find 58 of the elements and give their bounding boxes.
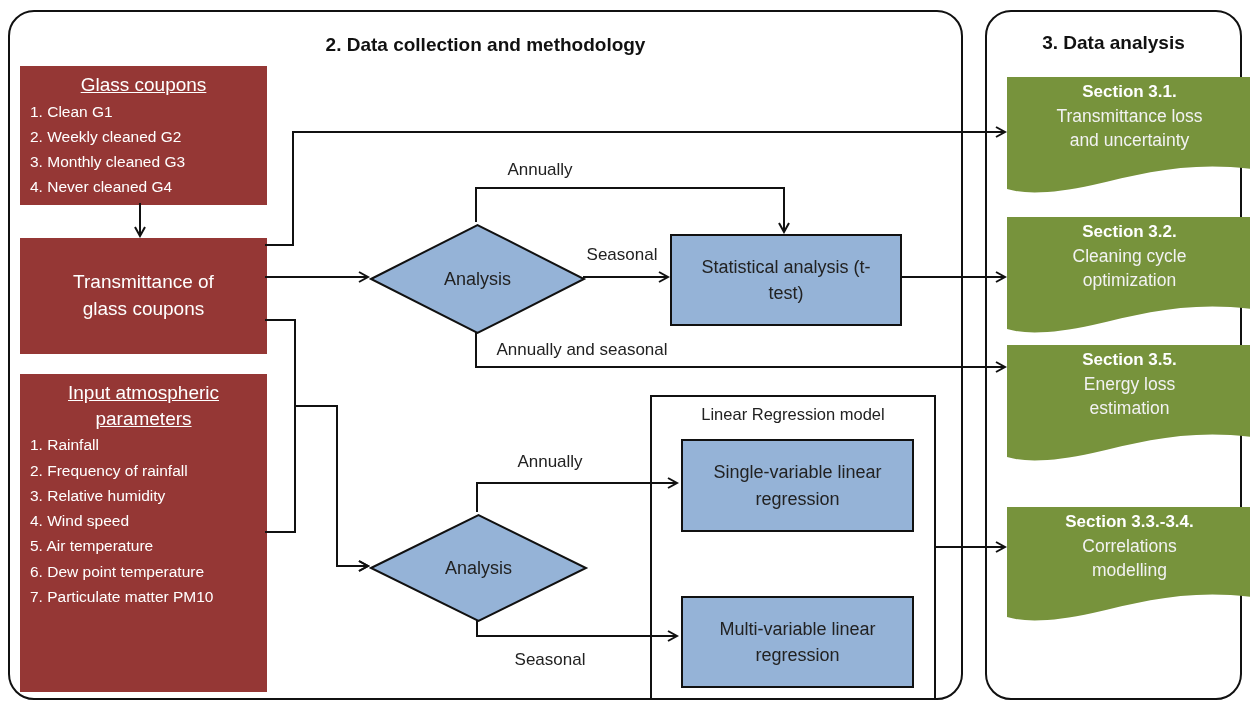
- document-shape: [1007, 77, 1250, 195]
- list-item: 1. Rainfall: [30, 435, 100, 456]
- arrow: [264, 271, 369, 283]
- panel-heading: 2. Data collection and methodology: [325, 34, 646, 56]
- document-shape: [1007, 217, 1250, 335]
- list-item: 3. Monthly cleaned G3: [30, 152, 187, 173]
- group-box: [650, 395, 936, 700]
- arrow: [264, 405, 369, 572]
- diamond-label: Analysis: [445, 557, 512, 579]
- list-item: 2. Weekly cleaned G2: [30, 126, 183, 147]
- panel-heading: 3. Data analysis: [1042, 32, 1185, 54]
- arrow: [264, 126, 1006, 246]
- decision-diamond: [370, 514, 587, 622]
- arrow: [899, 271, 1006, 283]
- input-list-box: [20, 374, 267, 692]
- list-item: 7. Particulate matter PM10: [30, 586, 215, 607]
- arrow: [476, 619, 678, 642]
- section-title: Correlations modelling: [1081, 534, 1178, 583]
- list-item: 5. Air temperature: [30, 536, 155, 557]
- box-label: Single-variable linear regression: [712, 461, 883, 511]
- list-heading: Input atmospheric parameters: [67, 381, 220, 431]
- document-shape: [1007, 507, 1250, 623]
- list-item: 2. Frequency of rainfall: [30, 460, 189, 481]
- group-heading: Linear Regression model: [701, 405, 885, 424]
- process-box: [20, 238, 267, 354]
- input-list-box: [20, 66, 267, 205]
- section-heading: Section 3.2.: [1082, 221, 1177, 243]
- section-panel: [8, 10, 963, 700]
- arrow: [475, 187, 790, 233]
- box-label: Transmittance of glass coupons: [72, 270, 215, 321]
- process-box: [670, 234, 902, 326]
- list-item: 1. Clean G1: [30, 101, 114, 122]
- section-heading: Section 3.1.: [1082, 81, 1177, 103]
- list-item: 4. Wind speed: [30, 511, 131, 532]
- arrow: [582, 271, 669, 283]
- process-box: [681, 439, 914, 532]
- section-title: Energy loss estimation: [1082, 372, 1177, 421]
- section-heading: Section 3.3.-3.4.: [1065, 511, 1194, 533]
- diamond-label: Analysis: [444, 268, 511, 290]
- arrow: [134, 202, 146, 237]
- arrow: [933, 541, 1006, 553]
- box-label: Statistical analysis (t-test): [700, 255, 872, 305]
- list-item: 3. Relative humidity: [30, 485, 167, 506]
- section-title: Transmittance loss and uncertainty: [1055, 104, 1204, 153]
- section-heading: Section 3.5.: [1082, 349, 1177, 371]
- list-item: 6. Dew point temperature: [30, 561, 206, 582]
- decision-diamond: [370, 224, 585, 334]
- arrow: [476, 477, 678, 513]
- list-heading: Glass coupons: [79, 73, 208, 97]
- edge-label: Annually: [505, 160, 575, 180]
- list-item: 4. Never cleaned G4: [30, 177, 174, 198]
- edge-label: Annually and seasonal: [494, 340, 670, 360]
- arrow: [475, 331, 1006, 373]
- box-label: Multi-variable linear regression: [718, 617, 877, 667]
- edge-label: Annually: [515, 452, 585, 472]
- section-title: Cleaning cycle optimization: [1071, 244, 1188, 293]
- document-shape: [1007, 345, 1250, 463]
- process-box: [681, 596, 914, 688]
